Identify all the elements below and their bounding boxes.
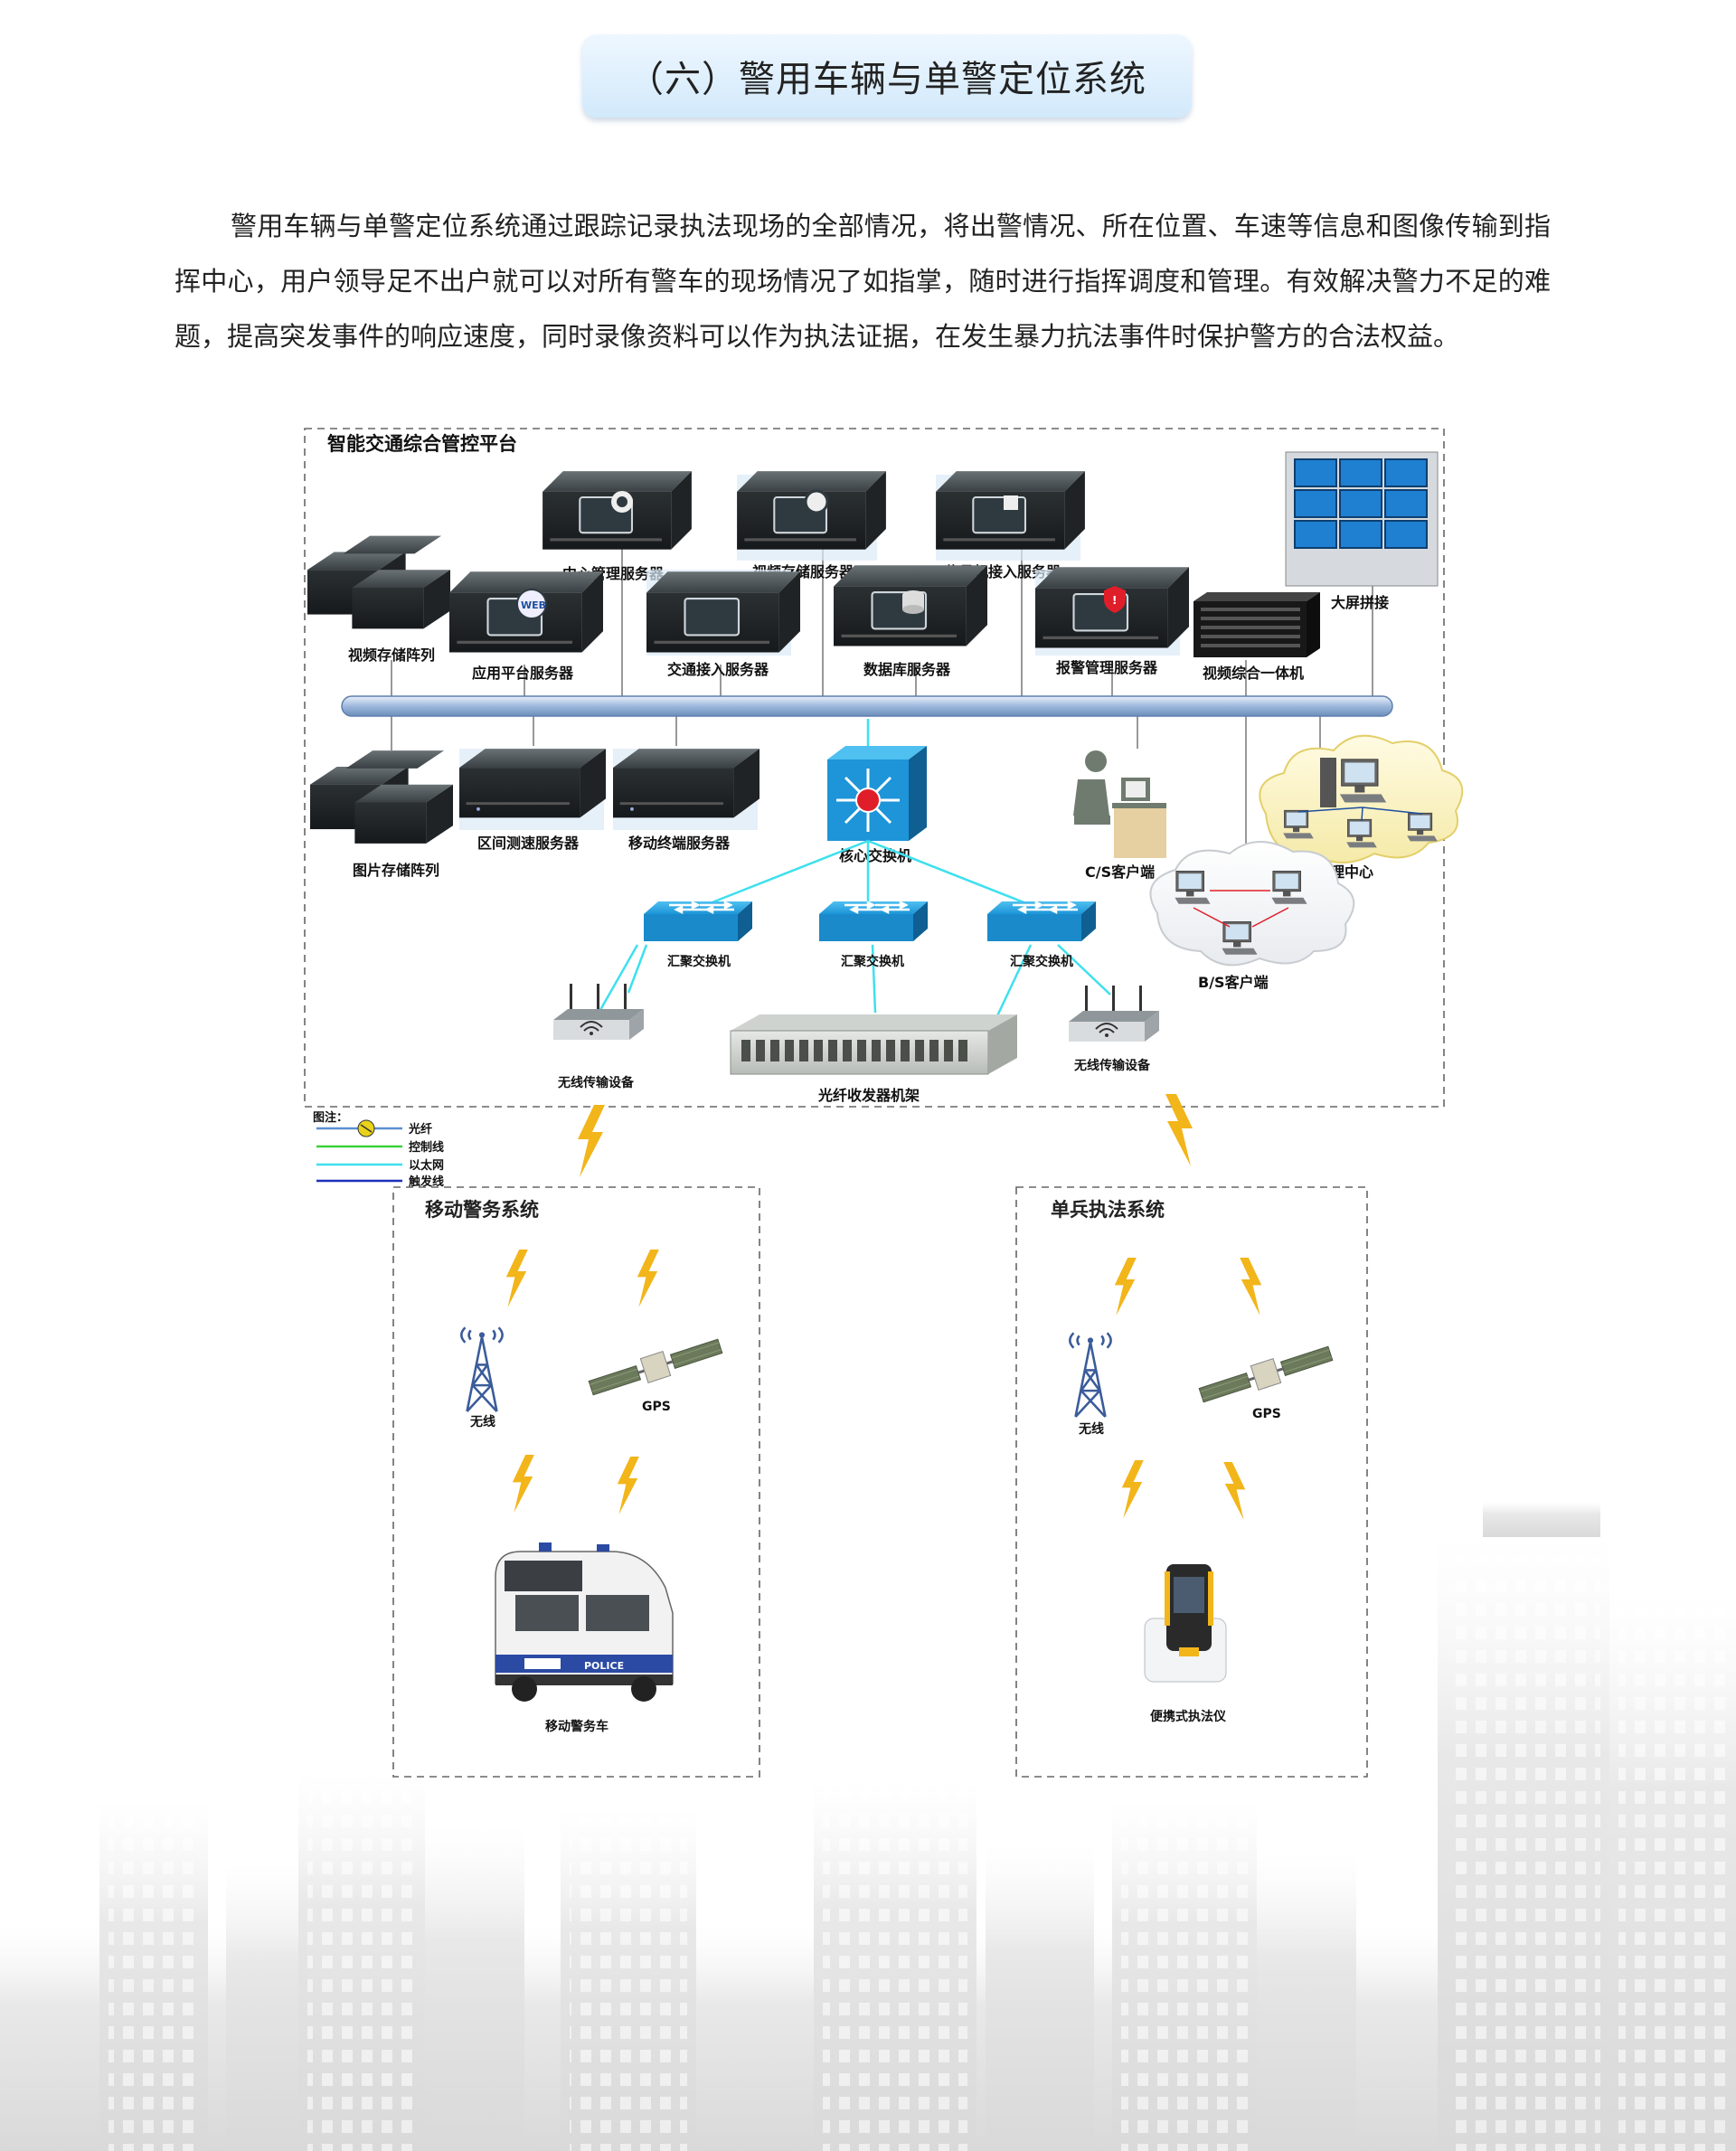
single-gps-label: GPS: [1252, 1407, 1281, 1421]
legend-item-2: 以太网: [409, 1158, 444, 1173]
fiber-rack-label: 光纤收发器机架: [817, 1087, 920, 1104]
core-switch-label: 核心交换机: [839, 847, 911, 864]
fiber-transceiver-rack: [730, 1014, 1017, 1075]
page-title: （六）警用车辆与单警定位系统: [627, 59, 1146, 100]
legend-title: 图注：: [313, 1110, 348, 1125]
mobile-system-frame: [392, 1186, 760, 1778]
backbone-bus: [341, 695, 1393, 717]
bs-client-label: B/S客户端: [1198, 974, 1269, 991]
mobile-terminal-server: [613, 749, 760, 830]
device-label: 便携式执法仪: [1150, 1709, 1227, 1724]
legend-item-3: 触发线: [408, 1175, 444, 1189]
portable-law-device: [1144, 1564, 1227, 1683]
database-server: [834, 564, 987, 647]
center-mgmt-server: [542, 470, 692, 551]
agg-switch-1-label: 汇聚交换机: [667, 954, 731, 969]
web-badge: WEB: [521, 599, 546, 611]
video-store-server: [737, 470, 886, 561]
video-array-label: 视频存储阵列: [348, 646, 435, 664]
svg-text:!: !: [1112, 594, 1117, 607]
video-allinone: [1194, 592, 1320, 657]
traffic-access-label: 交通接入服务器: [667, 661, 769, 678]
video-allinone-label: 视频综合一体机: [1203, 665, 1304, 682]
app-platform-server: WEB: [449, 571, 603, 654]
legend: 图注： 光纤 控制线 以太网 触发线: [313, 1110, 444, 1189]
cs-client-label: C/S客户端: [1085, 863, 1155, 881]
speed-server-label: 区间测速服务器: [477, 835, 580, 852]
single-system-frame: [1015, 1186, 1368, 1778]
mobile-terminal-label: 移动终端服务器: [628, 835, 731, 852]
cs-client-workstation: [1073, 750, 1166, 858]
mgmt-center-cloud: [1259, 734, 1464, 863]
core-switch: [827, 746, 927, 841]
database-label: 数据库服务器: [863, 661, 951, 678]
app-platform-label: 应用平台服务器: [472, 665, 574, 682]
alarm-mgmt-label: 报警管理服务器: [1056, 659, 1158, 676]
single-system-title: 单兵执法系统: [1051, 1199, 1165, 1221]
big-screen-wall: [1285, 451, 1439, 587]
legend-item-0: 光纤: [408, 1122, 432, 1137]
alarm-mgmt-server: !: [1035, 566, 1189, 656]
platform-title: 智能交通综合管控平台: [327, 433, 517, 455]
agg-switch-2: [819, 901, 928, 943]
big-screen-label: 大屏拼接: [1331, 594, 1389, 611]
intro-paragraph: 警用车辆与单警定位系统通过跟踪记录执法现场的全部情况，将出警情况、所在位置、车速…: [175, 211, 1551, 352]
lightning-icon: [578, 1105, 605, 1177]
bs-client-cloud: [1149, 841, 1355, 967]
legend-item-1: 控制线: [409, 1140, 444, 1155]
agg-switch-3-label: 汇聚交换机: [1010, 954, 1073, 969]
traffic-access-server: [646, 570, 800, 656]
agg-switch-1: [644, 901, 752, 943]
agg-switch-2-label: 汇聚交换机: [841, 954, 904, 969]
image-array-label: 图片存储阵列: [353, 862, 439, 879]
signal-access-server: [936, 470, 1085, 561]
single-wireless-label: 无线: [1078, 1421, 1104, 1437]
wireless-right-label: 无线传输设备: [1073, 1058, 1151, 1073]
speed-server: [459, 749, 606, 830]
mobile-system-title: 移动警务系统: [425, 1199, 539, 1221]
svg-text:POLICE: POLICE: [584, 1660, 624, 1672]
agg-switch-3: [987, 901, 1096, 943]
mobile-wireless-label: 无线: [469, 1414, 495, 1429]
mobile-gps-label: GPS: [642, 1400, 671, 1414]
vehicle-label: 移动警务车: [545, 1719, 609, 1734]
wireless-left-label: 无线传输设备: [557, 1075, 635, 1090]
section-title-tab: （六）警用车辆与单警定位系统: [582, 34, 1192, 118]
police-van: POLICE: [495, 1542, 674, 1702]
